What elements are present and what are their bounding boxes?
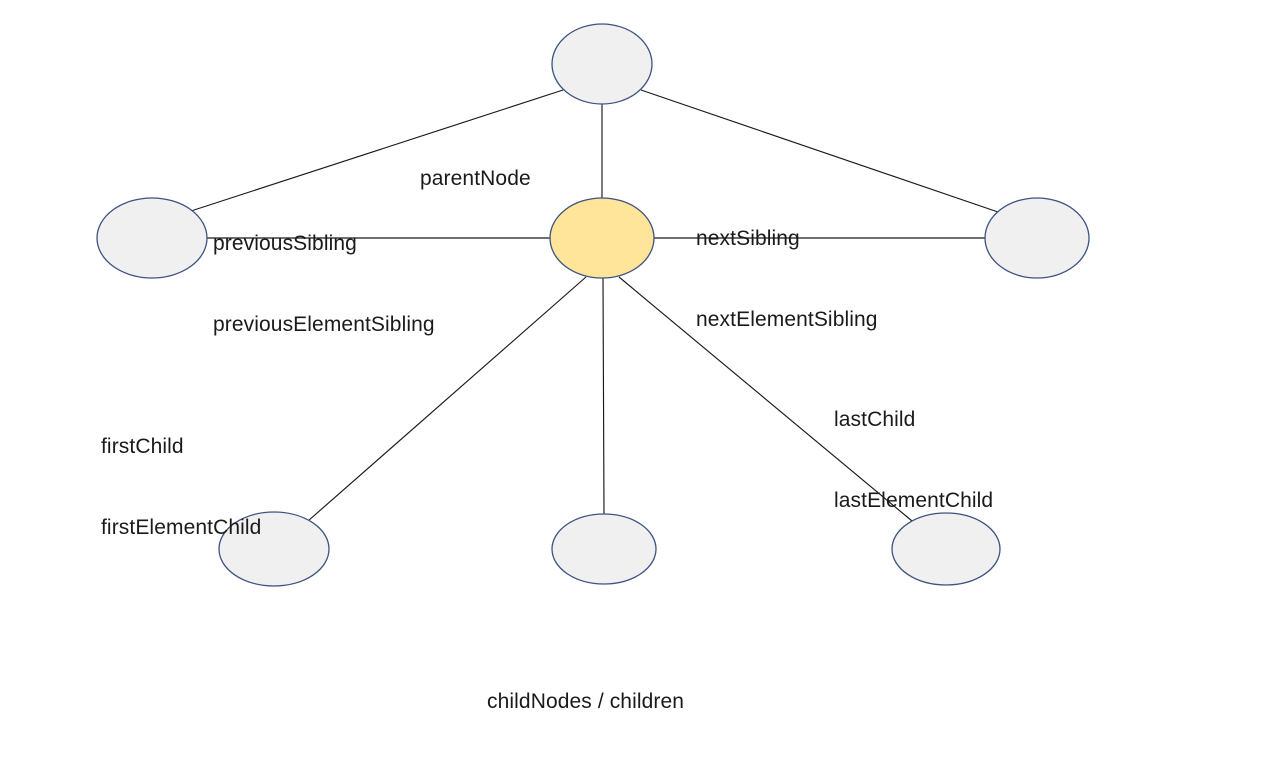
label-first-child-line-1: firstChild <box>101 435 184 458</box>
dom-relationship-diagram: parentNode previousSibling previousEleme… <box>96 23 1090 713</box>
label-child-nodes-line-1: childNodes / children <box>487 690 685 713</box>
node-last-child-ellipse[interactable] <box>891 512 1001 586</box>
node-middle-child-ellipse[interactable] <box>551 513 657 585</box>
label-last-child-line-1: lastChild <box>834 408 916 431</box>
edge-parent-to-next-sibling <box>640 89 999 213</box>
label-next-sibling-line-1: nextSibling <box>696 227 800 250</box>
node-group <box>96 23 1090 587</box>
label-first-child-line-2: firstElementChild <box>101 516 262 539</box>
node-previous-sibling-ellipse[interactable] <box>96 197 208 279</box>
node-current-ellipse[interactable] <box>549 197 655 279</box>
edge-current-to-first-child <box>307 276 587 522</box>
label-last-child: lastChild lastElementChild <box>834 352 993 568</box>
label-parent-node: parentNode <box>420 111 531 246</box>
label-first-child: firstChild firstElementChild <box>101 379 261 595</box>
label-previous-sibling: previousSibling previousElementSibling <box>213 176 435 392</box>
edge-group <box>190 89 999 522</box>
node-first-child-ellipse[interactable] <box>218 511 330 587</box>
edge-current-to-middle-child <box>602 277 605 515</box>
label-parent-node-line-1: parentNode <box>420 167 531 190</box>
label-next-sibling-line-2: nextElementSibling <box>696 308 878 331</box>
node-next-sibling-ellipse[interactable] <box>984 197 1090 279</box>
label-last-child-line-2: lastElementChild <box>834 489 994 512</box>
edge-parent-to-prev-sibling <box>190 89 564 212</box>
label-next-sibling: nextSibling nextElementSibling <box>696 171 878 387</box>
label-previous-sibling-line-2: previousElementSibling <box>213 313 435 336</box>
diagram-canvas <box>96 23 1090 587</box>
label-child-nodes: childNodes / children <box>487 634 684 769</box>
label-previous-sibling-line-1: previousSibling <box>213 232 357 255</box>
node-parent-ellipse[interactable] <box>551 23 653 105</box>
edge-current-to-last-child <box>618 276 913 522</box>
